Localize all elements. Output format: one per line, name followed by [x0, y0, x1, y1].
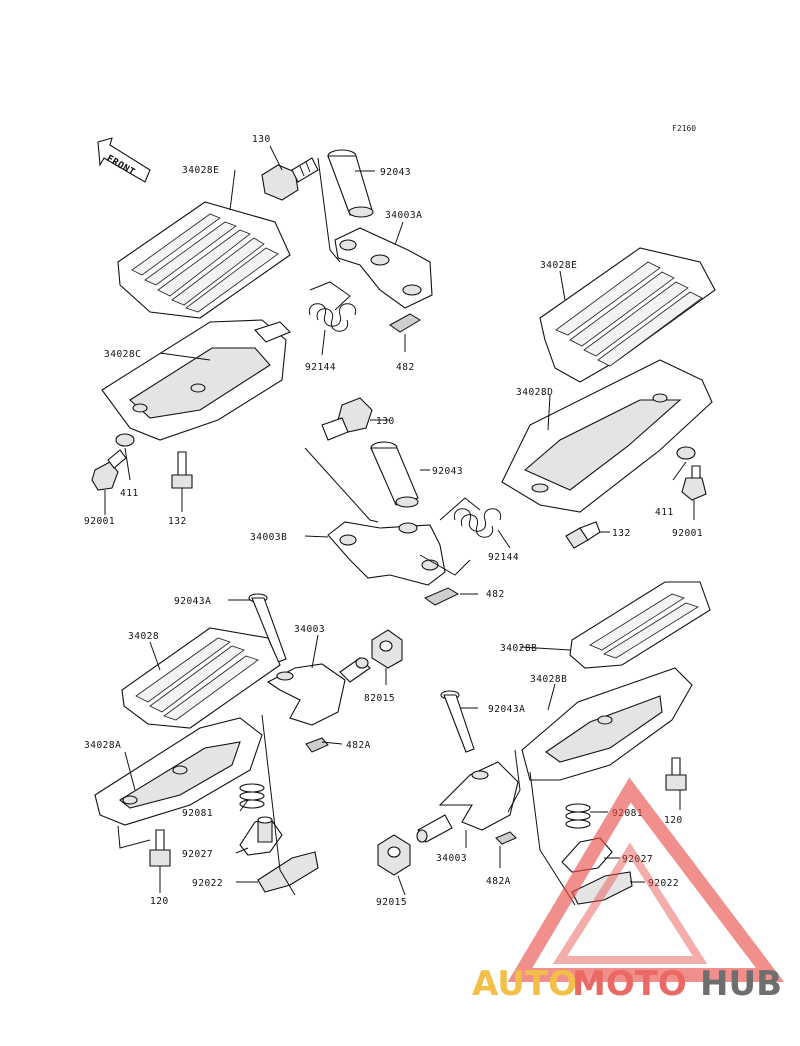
label-92022-a: 92022 [192, 878, 223, 889]
label-92015: 92015 [376, 897, 407, 908]
label-92043a-b: 92043A [488, 704, 525, 715]
label-92081-b: 92081 [612, 808, 643, 819]
bolt-92001-left [91, 449, 127, 491]
label-92144-b: 92144 [488, 552, 519, 563]
label-411-b: 411 [655, 507, 674, 518]
label-34028e-b: 34028E [540, 260, 577, 271]
label-34028e-a: 34028E [182, 165, 219, 176]
bracket-34003-left [266, 657, 371, 726]
watermark-moto: MOTO [572, 964, 687, 1004]
label-34028b-b: 34028B [530, 674, 567, 685]
label-482-b: 482 [486, 589, 505, 600]
label-34028: 34028 [128, 631, 159, 642]
label-92043a-a: 92043A [174, 596, 211, 607]
clip-482a-left [305, 737, 329, 753]
footpeg-rubber-34028 [121, 627, 281, 729]
clip-482-middle [423, 587, 460, 606]
nut-92015 [377, 834, 411, 876]
part-labels: 130 34028E 92043 34003A 34028E 34028C 92… [84, 134, 703, 908]
label-482a-a: 482A [346, 740, 371, 751]
footpeg-rubber-34028b [569, 581, 711, 669]
washer-411-left [115, 433, 135, 447]
spring-92144-middle [453, 508, 502, 538]
bolt-132-left [171, 451, 193, 489]
label-120-b: 120 [664, 815, 683, 826]
bolt-92001-right [681, 465, 707, 501]
label-92144-a: 92144 [305, 362, 336, 373]
clip-482a-right [495, 831, 517, 845]
label-92001-b: 92001 [672, 528, 703, 539]
label-92043-b: 92043 [432, 466, 463, 477]
nut-82015-upper [371, 629, 403, 669]
front-arrow-icon: FRONT [97, 137, 151, 183]
label-482-a: 482 [396, 362, 415, 373]
label-34028c: 34028C [104, 349, 141, 360]
diagram-code: F2160 [672, 124, 696, 133]
spring-92144-upper [308, 303, 357, 332]
bolt-132-right [565, 521, 601, 549]
pivot-pin-92043a-right [440, 690, 475, 753]
bolt-130-middle [321, 397, 373, 441]
label-120-a: 120 [150, 896, 169, 907]
bracket-34003b [327, 521, 446, 586]
footpeg-bracket-34028d [501, 359, 713, 513]
label-34003-b: 34003 [436, 853, 467, 864]
label-132-a: 132 [168, 516, 187, 527]
label-34003b: 34003B [250, 532, 287, 543]
plate-92022-left [257, 851, 319, 893]
label-92027-b: 92027 [622, 854, 653, 865]
footpeg-bracket-34028c [101, 319, 291, 441]
spring-92081-right [565, 803, 591, 829]
label-132-b: 132 [612, 528, 631, 539]
label-92043-a: 92043 [380, 167, 411, 178]
label-482a-b: 482A [486, 876, 511, 887]
label-130-b: 130 [376, 416, 395, 427]
label-34003a: 34003A [385, 210, 422, 221]
footpeg-bracket-34028b [521, 667, 693, 781]
footpeg-rubber-34028e-right [539, 247, 716, 383]
label-82015: 82015 [364, 693, 395, 704]
bracket-34003a [334, 227, 433, 309]
leader-lines [104, 145, 695, 906]
pivot-pin-92043-middle [370, 441, 419, 508]
label-92081-a: 92081 [182, 808, 213, 819]
label-34028a: 34028A [84, 740, 121, 751]
automotohub-watermark-logo: AUTO MOTO HUB [472, 777, 785, 1004]
label-92022-b: 92022 [648, 878, 679, 889]
plate-92022-right [571, 871, 633, 905]
footpeg-rubber-34028e-left [117, 201, 291, 319]
label-34028b-a: 34028B [500, 643, 537, 654]
label-411-a: 411 [120, 488, 139, 499]
watermark-triangle [507, 777, 785, 982]
bolt-130-upper [261, 157, 319, 201]
bracket-34003-right [416, 761, 519, 843]
clip-482-upper [389, 313, 421, 333]
label-92027-a: 92027 [182, 849, 213, 860]
label-34003-a: 34003 [294, 624, 325, 635]
label-130-a: 130 [252, 134, 271, 145]
bolt-120-left [149, 829, 171, 867]
plunger-92027-left [239, 816, 283, 856]
footpeg-bracket-34028a [94, 717, 263, 826]
label-92001-a: 92001 [84, 516, 115, 527]
spring-92081-left [239, 783, 265, 809]
watermark-auto: AUTO [472, 964, 577, 1004]
label-34028d: 34028D [516, 387, 553, 398]
watermark-hub: HUB [700, 964, 782, 1004]
washer-411-right [676, 446, 696, 460]
bolt-120-right [665, 757, 687, 791]
pivot-pin-92043-upper [327, 149, 374, 218]
